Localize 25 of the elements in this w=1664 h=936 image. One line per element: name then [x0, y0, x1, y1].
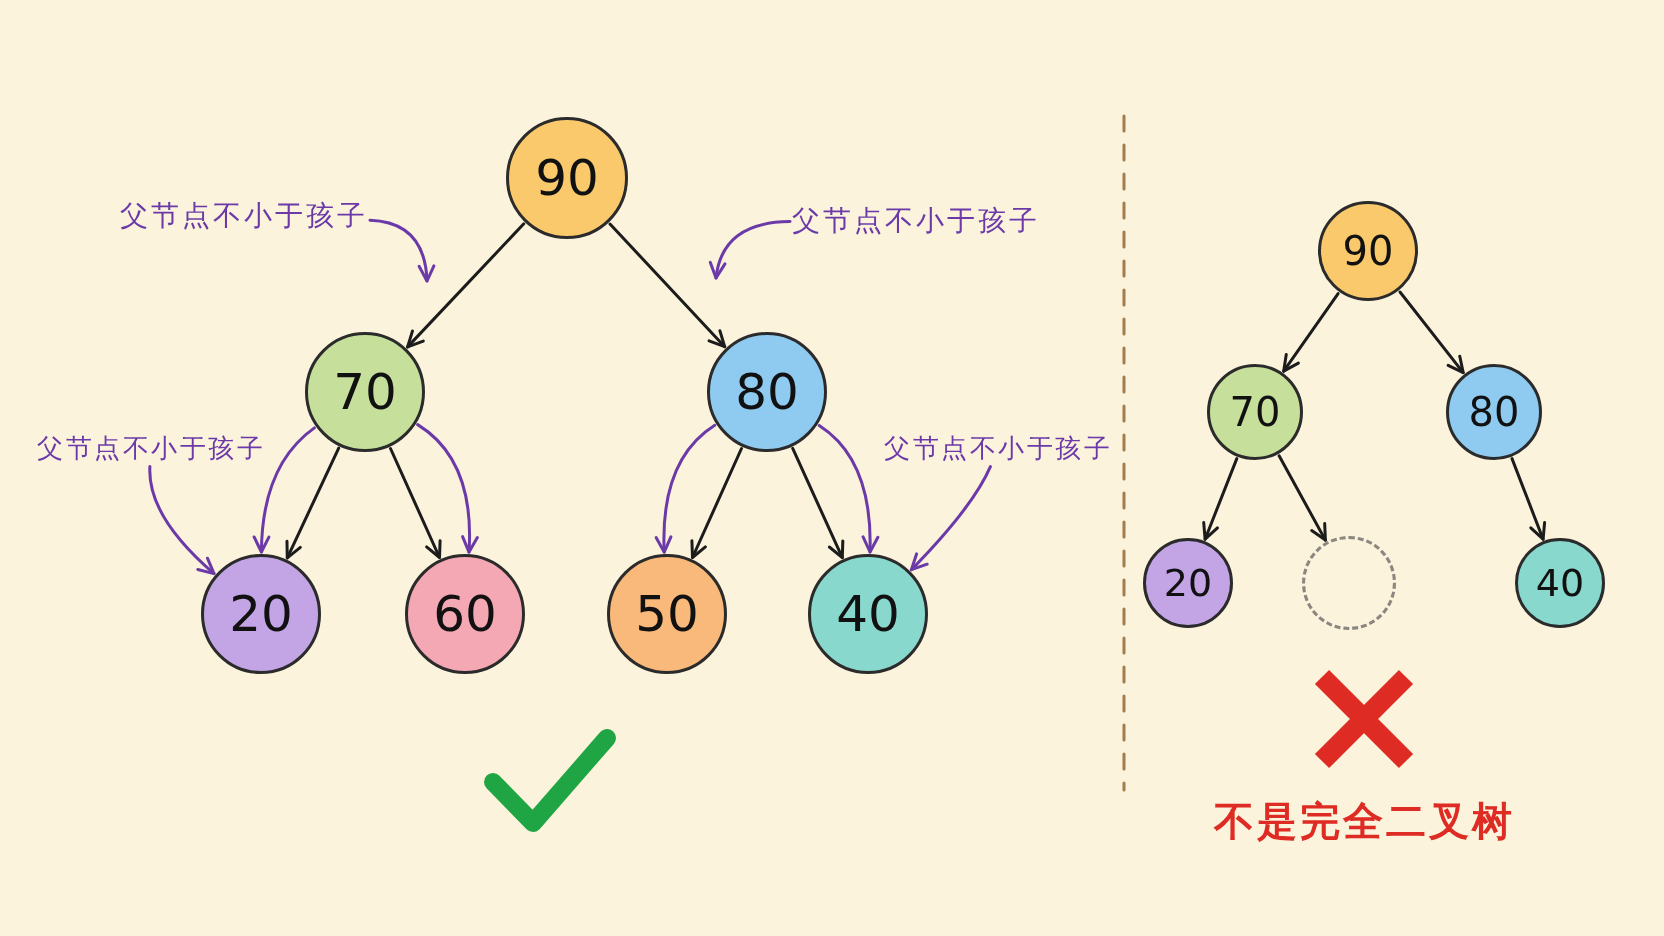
arrow: [791, 446, 845, 560]
annotation-text: 父节点不小于孩子: [792, 204, 1040, 238]
arrow: [1282, 292, 1340, 373]
curved-arrow: [817, 424, 879, 554]
arrow: [1277, 454, 1327, 542]
annotation-text: 父节点不小于孩子: [37, 433, 265, 465]
placeholder-circle: [1302, 536, 1396, 630]
curved-arrow: [909, 465, 992, 572]
arrow: [1202, 457, 1239, 541]
arrow: [285, 446, 341, 560]
arrow: [1510, 457, 1547, 541]
annotation-text: 父节点不小于孩子: [120, 199, 368, 233]
curved-arrow: [368, 218, 435, 283]
curved-arrow: [416, 423, 479, 554]
curved-arrow: [148, 465, 216, 576]
arrow: [389, 447, 442, 559]
curved-arrow: [655, 423, 717, 554]
arrow: [608, 222, 727, 349]
caption-text: 不是完全二叉树: [1213, 797, 1515, 845]
curved-arrow: [709, 220, 792, 280]
curved-arrow: [253, 426, 316, 554]
annotation-text: 父节点不小于孩子: [884, 433, 1112, 465]
arrow: [406, 222, 526, 349]
arrow: [690, 447, 743, 559]
arrow: [1398, 290, 1465, 375]
